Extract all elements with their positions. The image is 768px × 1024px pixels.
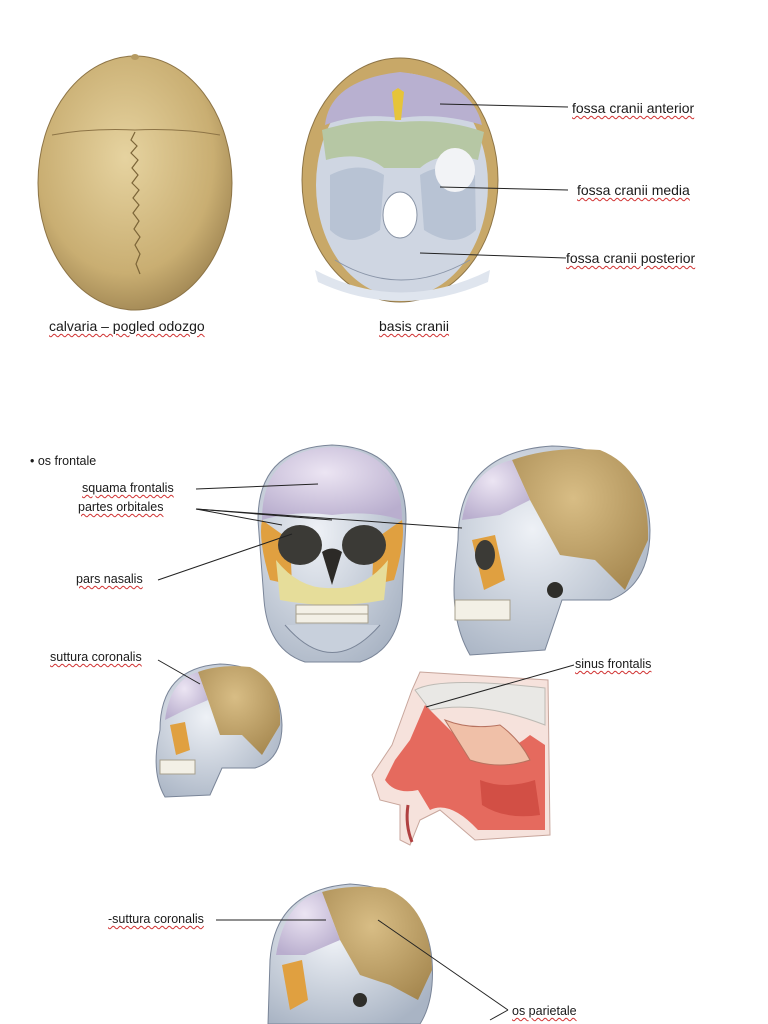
- label-partes-orbitales: partes orbitales: [78, 500, 164, 514]
- basis-cranii-illustration: [301, 57, 499, 303]
- label-fossa-posterior: fossa cranii posterior: [566, 250, 696, 266]
- label-fossa-anterior: fossa cranii anterior: [572, 100, 695, 116]
- bullet-os-frontale: • os frontale: [30, 454, 97, 468]
- label-suttura-coronalis: suttura coronalis: [50, 650, 142, 664]
- calvaria-illustration: [37, 54, 233, 311]
- sagittal-section-illustration: [371, 671, 551, 846]
- label-squama-frontalis: squama frontalis: [82, 481, 174, 495]
- caption-basis-cranii: basis cranii: [379, 318, 450, 334]
- skull-front-illustration: [257, 444, 407, 663]
- skull-bottom-lateral-illustration: [267, 883, 433, 1024]
- label-suttura-coronalis-bottom: -suttura coronalis: [108, 912, 204, 926]
- label-pars-nasalis: pars nasalis: [76, 572, 143, 586]
- caption-calvaria: calvaria – pogled odozgo: [49, 318, 205, 334]
- label-sinus-frontalis: sinus frontalis: [575, 657, 652, 671]
- skull-small-lateral-illustration: [155, 663, 283, 798]
- skull-lateral-illustration: [453, 445, 651, 656]
- label-fossa-media: fossa cranii media: [577, 182, 690, 198]
- label-os-parietale: os parietale: [512, 1004, 577, 1018]
